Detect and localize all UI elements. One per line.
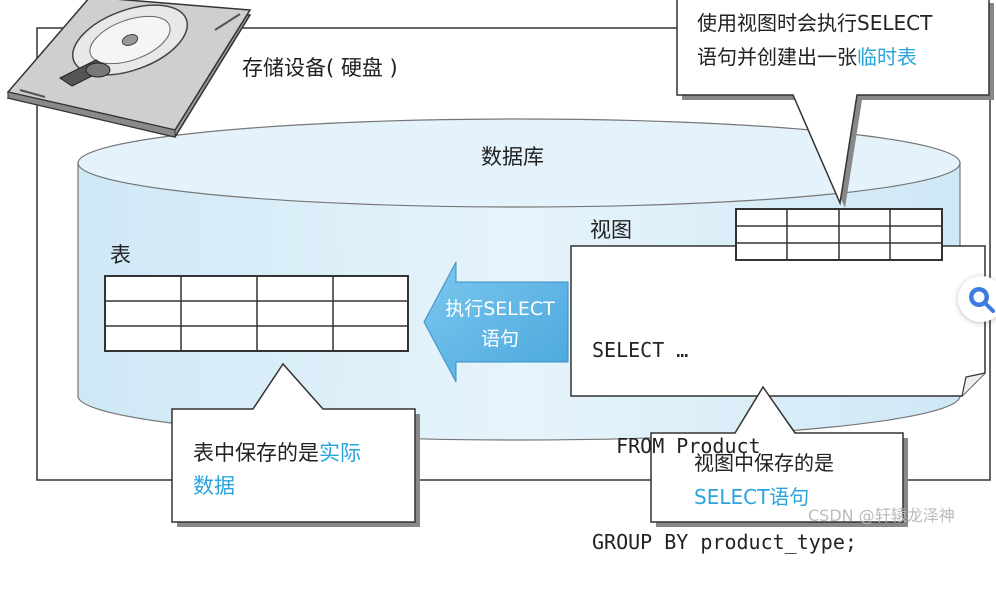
callout-view-line2: SELECT语句 [694,485,810,509]
table-grid [104,275,409,352]
callout-table-line1: 表中保存的是实际 [193,437,361,470]
callout-table-line2: 数据 [193,474,235,498]
table-label: 表 [110,243,131,267]
callout-top-text: 使用视图时会执行SELECT 语句并创建出一张临时表 [697,6,932,74]
arrow-text: 执行SELECT 语句 [430,294,570,354]
hard-disk-icon [6,0,252,138]
callout-table-text: 表中保存的是实际 数据 [193,437,361,503]
callout-table-line1-highlight: 实际 [319,441,361,465]
zoom-search-icon [969,287,995,313]
storage-label: 存储设备( 硬盘 ) [242,56,398,80]
sql-code: SELECT … FROM Product GROUP BY product_t… [592,270,857,590]
callout-table-line1-plain: 表中保存的是 [193,441,319,465]
callout-top-bubble [676,0,994,208]
database-label: 数据库 [481,145,544,169]
sql-line-2: FROM Product [592,434,761,458]
arrow-text-line1: 执行SELECT [445,298,555,320]
callout-top-line1: 使用视图时会执行SELECT [697,11,933,35]
callout-table-bubble [171,362,420,527]
callout-view-line1: 视图中保存的是 [694,451,834,475]
view-label: 视图 [590,218,632,242]
watermark: CSDN @轩辕龙泽神 [808,506,955,525]
callout-view-bubble [650,385,908,527]
sql-line-3: GROUP BY product_type; [592,530,857,554]
callout-top-line2: 语句并创建出一张临时表 [697,40,932,74]
temp-table-grid [735,208,943,261]
callout-top-line2-plain: 语句并创建出一张 [697,45,857,69]
sql-line-1: SELECT … [592,338,689,362]
callout-top-line2-highlight: 临时表 [857,45,917,69]
callout-view-text: 视图中保存的是 SELECT语句 [694,446,834,514]
execute-select-arrow [423,261,569,383]
zoom-search-button[interactable] [958,276,996,322]
arrow-text-line2: 语句 [480,328,519,350]
